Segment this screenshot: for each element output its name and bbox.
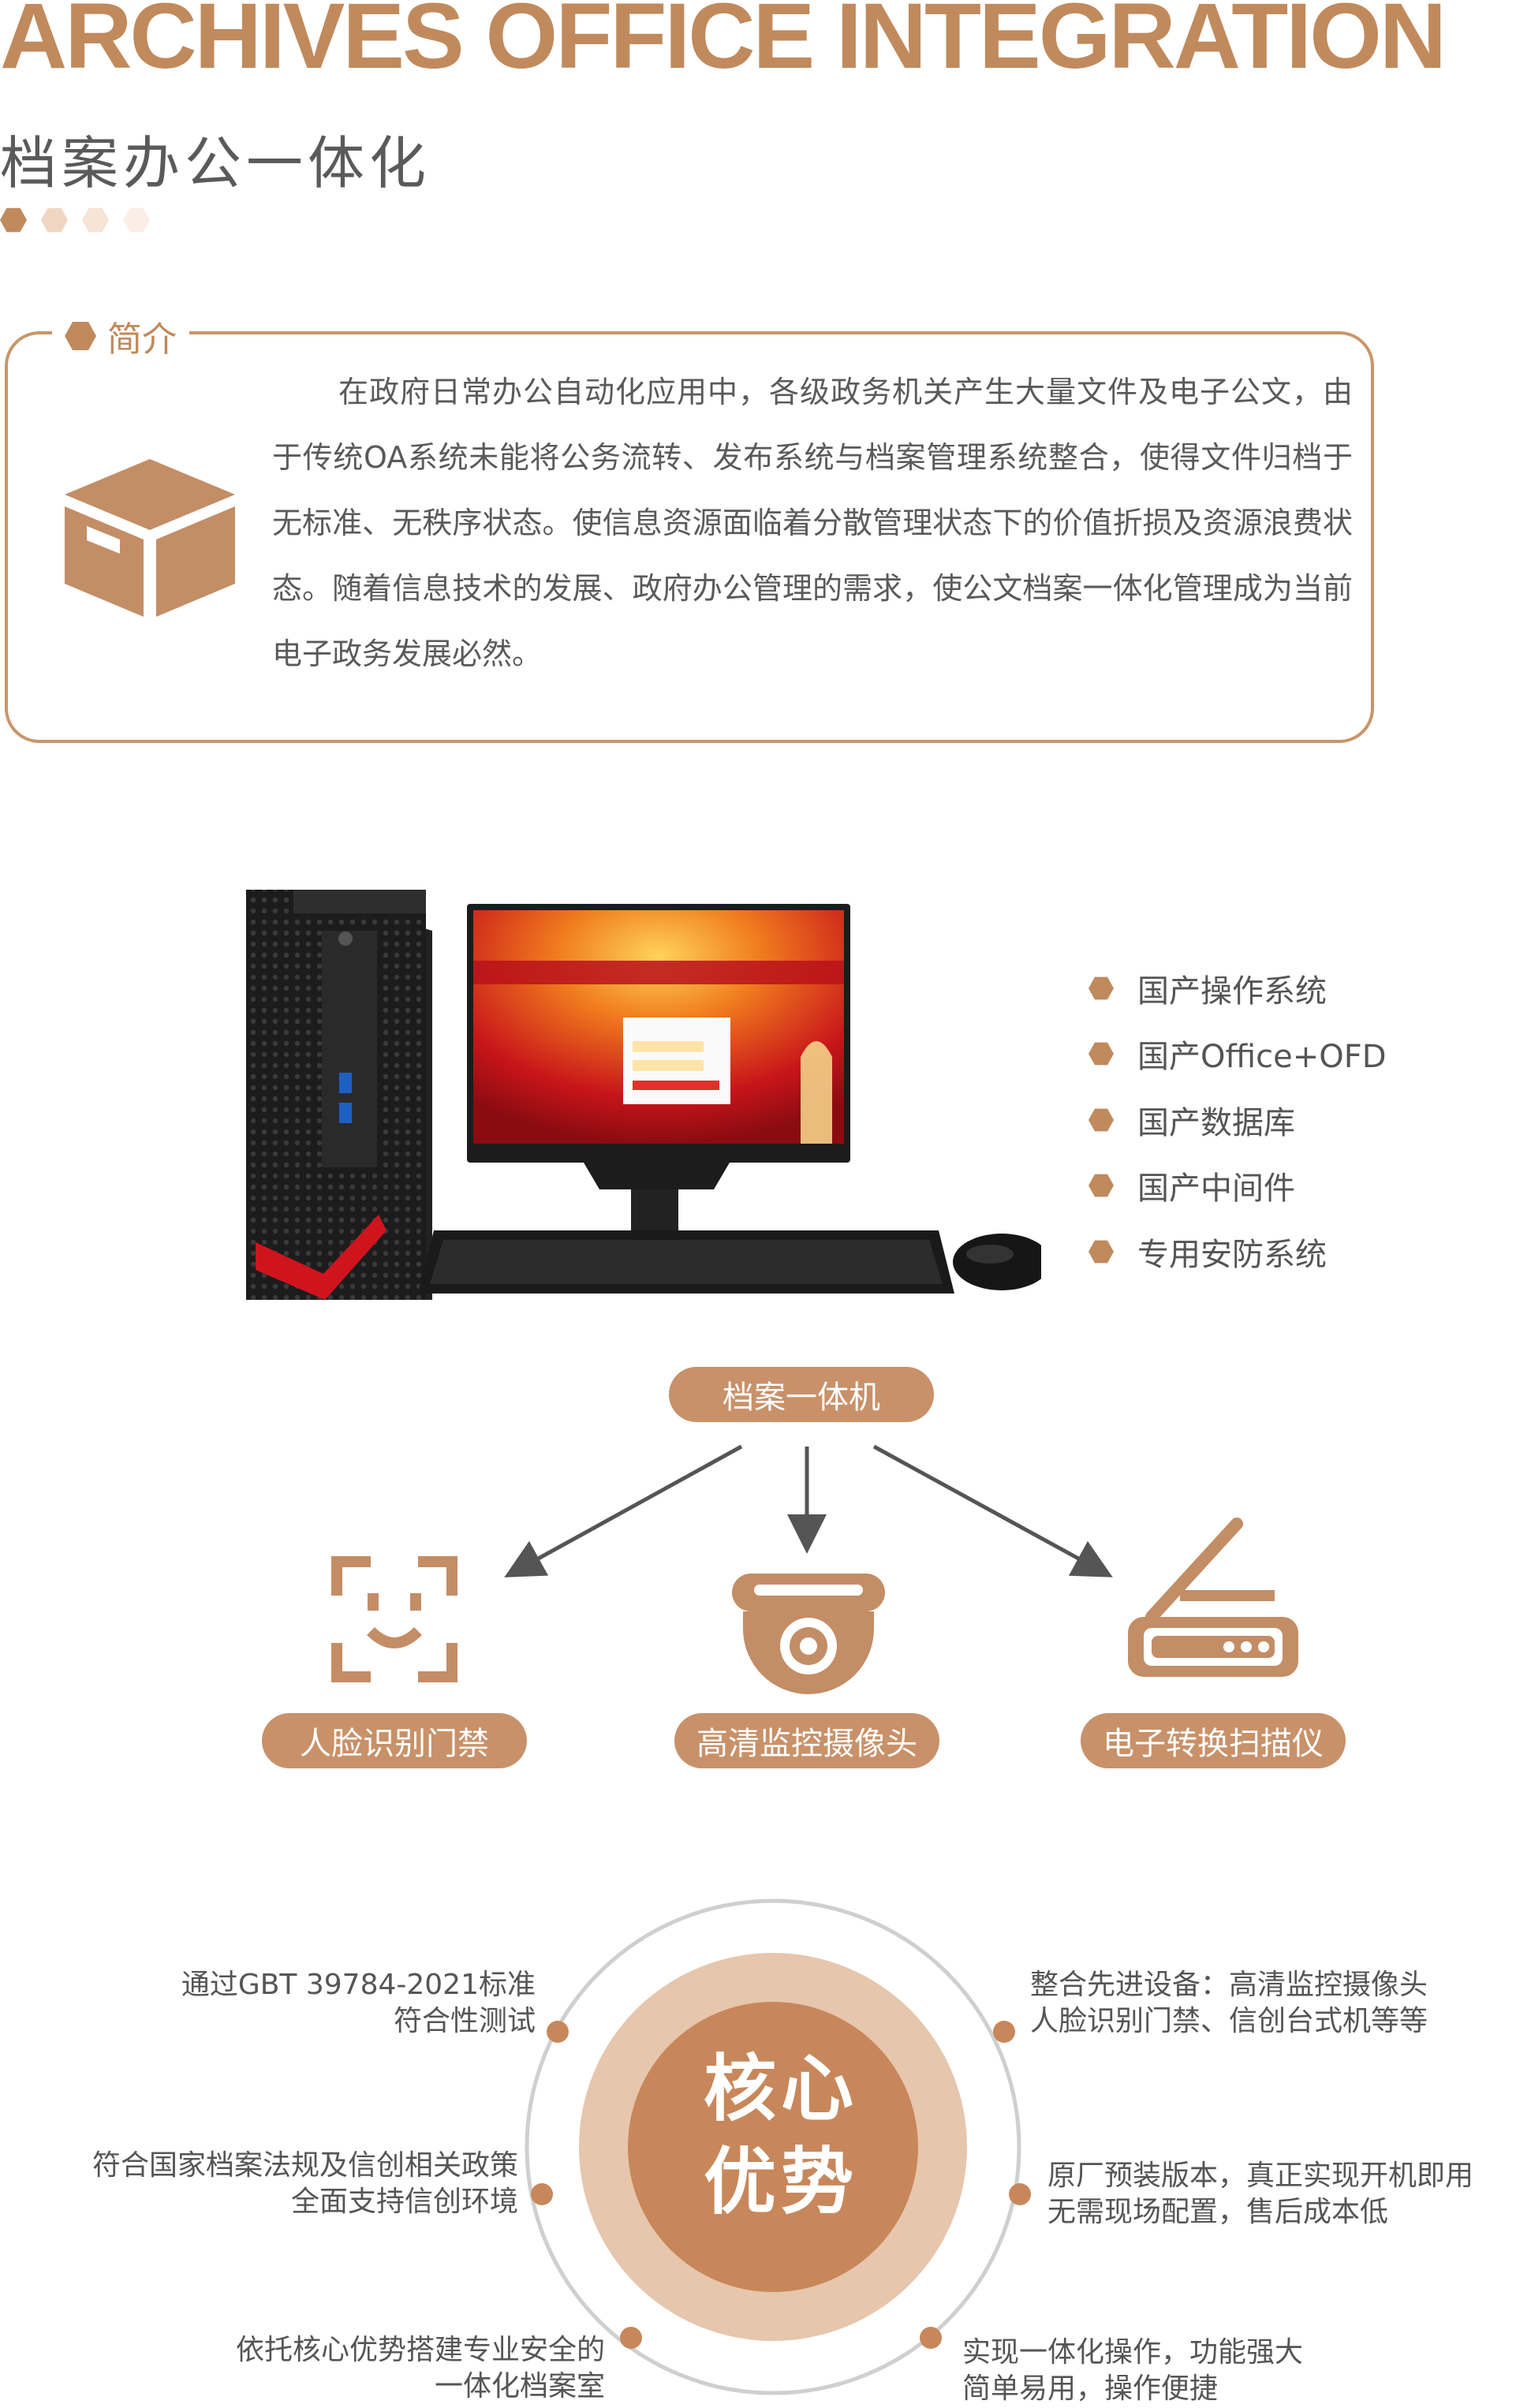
advantage-line: 人脸识别门禁、信创台式机等等 [1030, 2005, 1428, 2037]
feature-label: 专用安防系统 [1137, 1237, 1327, 1273]
feature-label: 国产数据库 [1137, 1105, 1295, 1141]
feature-label: 国产中间件 [1137, 1170, 1295, 1207]
advantage-left-1: 通过GBT 39784-2021标准 符合性测试 [181, 1967, 536, 2040]
advantage-line: 依托核心优势搭建专业安全的 [235, 2334, 605, 2366]
advantage-right-2: 原厂预装版本，真正实现开机即用 无需现场配置，售后成本低 [1047, 2158, 1473, 2231]
advantage-line: 全面支持信创环境 [290, 2186, 518, 2218]
intro-text: 在政府日常办公自动化应用中，各级政务机关产生大量文件及电子公文，由于传统OA系统… [272, 375, 1353, 671]
feature-label: 国产操作系统 [1137, 973, 1327, 1010]
box-icon [65, 459, 235, 617]
advantage-right-3: 实现一体化操作，功能强大 简单易用，操作便捷 [962, 2335, 1303, 2407]
advantage-line: 原厂预装版本，真正实现开机即用 [1047, 2160, 1474, 2192]
feature-item-os: 国产操作系统 [1088, 965, 1327, 1011]
hexagon-bullet-icon [1088, 1042, 1114, 1066]
hub-pill: 档案一体机 [669, 1367, 934, 1422]
scanner-icon [1128, 1518, 1298, 1677]
dome-camera-icon [732, 1574, 885, 1694]
device-pill-camera: 高清监控摄像头 [674, 1713, 939, 1768]
advantage-left-3: 依托核心优势搭建专业安全的 一体化档案室 [236, 2332, 605, 2405]
advantage-line: 整合先进设备：高清监控摄像头 [1030, 1969, 1428, 2001]
page-title-cn: 档案办公一体化 [0, 130, 431, 196]
hexagon-bullet-icon [1088, 1108, 1114, 1132]
feature-item-security: 专用安防系统 [1088, 1229, 1327, 1275]
device-pill-scanner: 电子转换扫描仪 [1081, 1713, 1346, 1768]
intro-tag-label: 简介 [107, 319, 177, 360]
desktop-computer-illustration [246, 890, 1041, 1300]
core-title-line1: 核心 [703, 2047, 858, 2131]
advantage-line: 符合国家档案法规及信创相关政策 [91, 2149, 518, 2182]
advantage-line: 简单易用，操作便捷 [962, 2373, 1219, 2405]
feature-label: 国产Office+OFD [1137, 1039, 1387, 1075]
intro-tag: 简介 [52, 311, 189, 361]
advantage-line: 通过GBT 39784-2021标准 [181, 1969, 536, 2001]
advantage-left-2: 符合国家档案法规及信创相关政策 全面支持信创环境 [92, 2148, 518, 2220]
pc-tower [246, 890, 432, 1300]
core-advantage-diagram [525, 1898, 1031, 2395]
page-title-en: ARCHIVES OFFICE INTEGRATION [0, 0, 1447, 88]
advantage-line: 符合性测试 [393, 2005, 536, 2037]
advantage-right-1: 整合先进设备：高清监控摄像头 人脸识别门禁、信创台式机等等 [1030, 1967, 1428, 2040]
hexagon-bullet-icon [1088, 976, 1114, 1000]
device-pill-face: 人脸识别门禁 [262, 1713, 527, 1768]
face-recognition-icon [331, 1556, 457, 1682]
core-title-line2: 优势 [703, 2140, 858, 2224]
advantage-line: 实现一体化操作，功能强大 [962, 2336, 1304, 2369]
core-advantage-title: 核心 优势 [686, 2043, 876, 2229]
connector-arrows [504, 1444, 1113, 1577]
advantage-line: 一体化档案室 [434, 2370, 605, 2402]
monitor [467, 904, 850, 1278]
intro-panel [5, 331, 1374, 743]
advantage-line: 无需现场配置，售后成本低 [1047, 2196, 1389, 2228]
keyboard [418, 1230, 954, 1294]
hexagon-bullet-icon [1088, 1174, 1114, 1197]
feature-item-middleware: 国产中间件 [1088, 1163, 1295, 1208]
hexagon-bullet-icon [1088, 1240, 1114, 1264]
feature-item-office: 国产Office+OFD [1088, 1031, 1387, 1077]
feature-item-database: 国产数据库 [1088, 1097, 1295, 1143]
